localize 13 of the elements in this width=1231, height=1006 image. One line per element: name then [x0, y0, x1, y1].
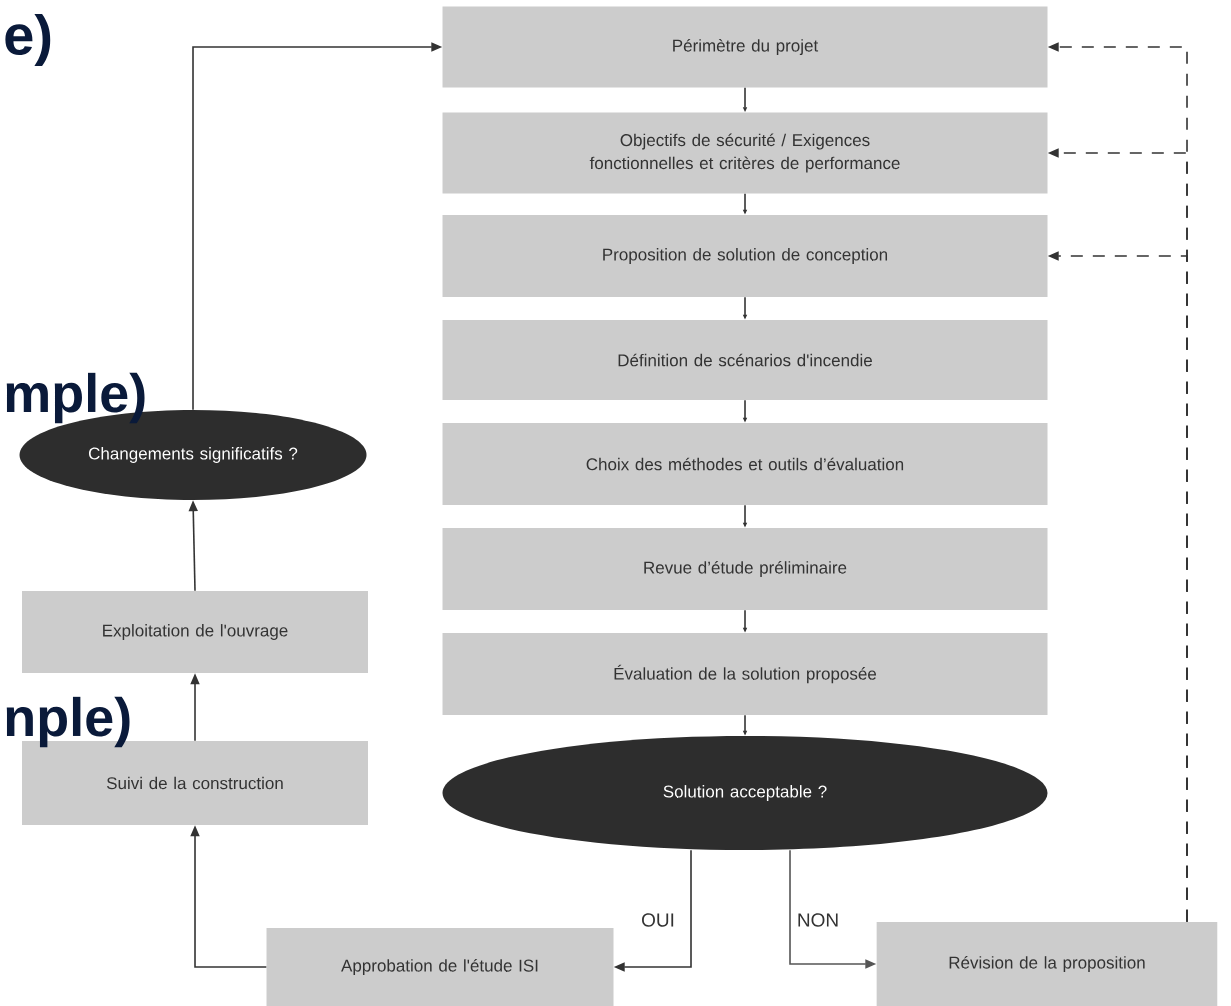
- process-box: Définition de scénarios d'incendie: [442, 320, 1048, 400]
- edge-label: NON: [795, 912, 841, 928]
- process-box: Revue d’étude préliminaire: [442, 528, 1048, 610]
- process-box: Exploitation de l'ouvrage: [22, 591, 368, 673]
- heading-fragment: e): [5, 13, 51, 67]
- process-box: Proposition de solution de conception: [442, 215, 1048, 297]
- process-box: Évaluation de la solution proposée: [442, 633, 1048, 715]
- process-box: Approbation de l'étude ISI: [266, 928, 614, 1006]
- edge-label: OUI: [640, 912, 676, 928]
- process-box: Choix des méthodes et outils d’évaluation: [442, 423, 1048, 505]
- process-box: Périmètre du projet: [442, 6, 1048, 88]
- process-box: Révision de la proposition: [876, 922, 1218, 1006]
- process-box: Objectifs de sécurité / Exigences fonctionnelles et critères de performance: [442, 112, 1048, 194]
